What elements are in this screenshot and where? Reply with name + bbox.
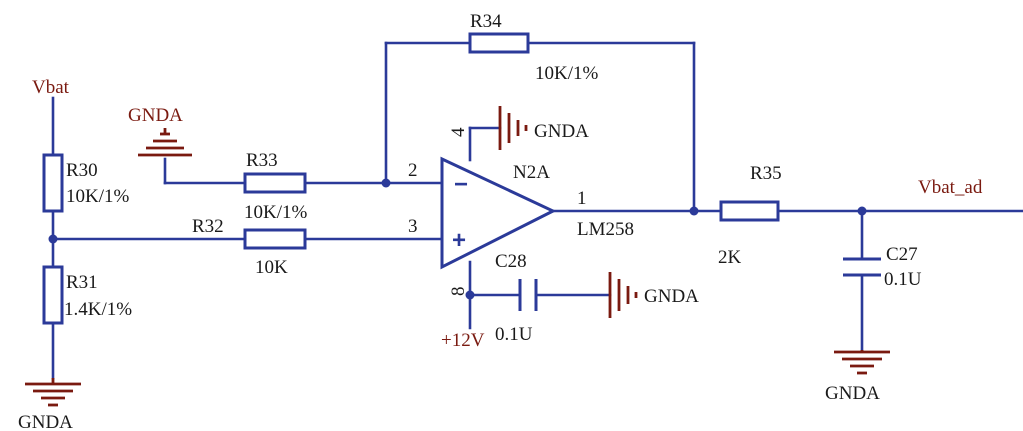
r32-ref: R32 <box>192 216 224 237</box>
r32-value: 10K <box>255 257 288 278</box>
net-label-gnda-r31: GNDA <box>18 412 73 431</box>
capacitor-c27 <box>843 257 881 277</box>
resistor-r35 <box>719 200 780 222</box>
net-label-vbat-ad: Vbat_ad <box>918 177 983 198</box>
resistor-r33 <box>243 172 307 194</box>
junction-out <box>689 206 699 216</box>
opamp-n2a: − + <box>440 156 557 270</box>
resistor-r34 <box>468 32 530 54</box>
net-label-gnda-c28: GNDA <box>644 286 699 307</box>
pin-3-label: 3 <box>408 216 418 237</box>
resistor-r30 <box>42 153 64 213</box>
c28-ref: C28 <box>495 251 527 272</box>
r33-ref: R33 <box>246 150 278 171</box>
junction-c27 <box>857 206 867 216</box>
opamp-ref: N2A <box>513 162 550 183</box>
pin-1-label: 1 <box>577 188 587 209</box>
net-label-gnda-r33: GNDA <box>128 105 183 126</box>
r31-ref: R31 <box>66 272 98 293</box>
junction-divider <box>48 234 58 244</box>
junction-inv <box>381 178 391 188</box>
ground-symbol-r33 <box>138 128 192 157</box>
net-label-vbat: Vbat <box>32 77 70 98</box>
r34-ref: R34 <box>470 11 502 32</box>
opamp-minus-sign: − <box>454 171 468 198</box>
r35-value: 2K <box>718 247 742 268</box>
ground-symbol-r31 <box>25 378 81 407</box>
resistor-r31 <box>42 265 64 325</box>
r35-ref: R35 <box>750 163 782 184</box>
capacitor-c28 <box>518 279 538 311</box>
r30-value: 10K/1% <box>66 186 130 207</box>
r30-ref: R30 <box>66 160 98 181</box>
c28-value: 0.1U <box>495 324 533 345</box>
r33-value: 10K/1% <box>244 202 308 223</box>
net-label-12v: +12V <box>441 330 485 351</box>
pin-4-label: 4 <box>448 127 469 137</box>
ground-symbol-c27 <box>834 350 890 375</box>
net-label-gnda-c27: GNDA <box>825 383 880 404</box>
net-label-gnda-pin4: GNDA <box>534 121 589 142</box>
r34-value: 10K/1% <box>535 63 599 84</box>
pin-8-label: 8 <box>448 287 469 297</box>
resistor-r32 <box>243 228 307 250</box>
ground-symbol-c28 <box>608 272 638 318</box>
ground-symbol-pin4 <box>498 106 528 150</box>
wires <box>51 41 1023 380</box>
pin-2-label: 2 <box>408 160 418 181</box>
opamp-plus-sign: + <box>452 227 466 254</box>
c27-value: 0.1U <box>884 269 922 290</box>
c27-ref: C27 <box>886 244 918 265</box>
opamp-part: LM258 <box>577 219 634 240</box>
junction-pin8 <box>465 290 475 300</box>
r31-value: 1.4K/1% <box>64 299 132 320</box>
